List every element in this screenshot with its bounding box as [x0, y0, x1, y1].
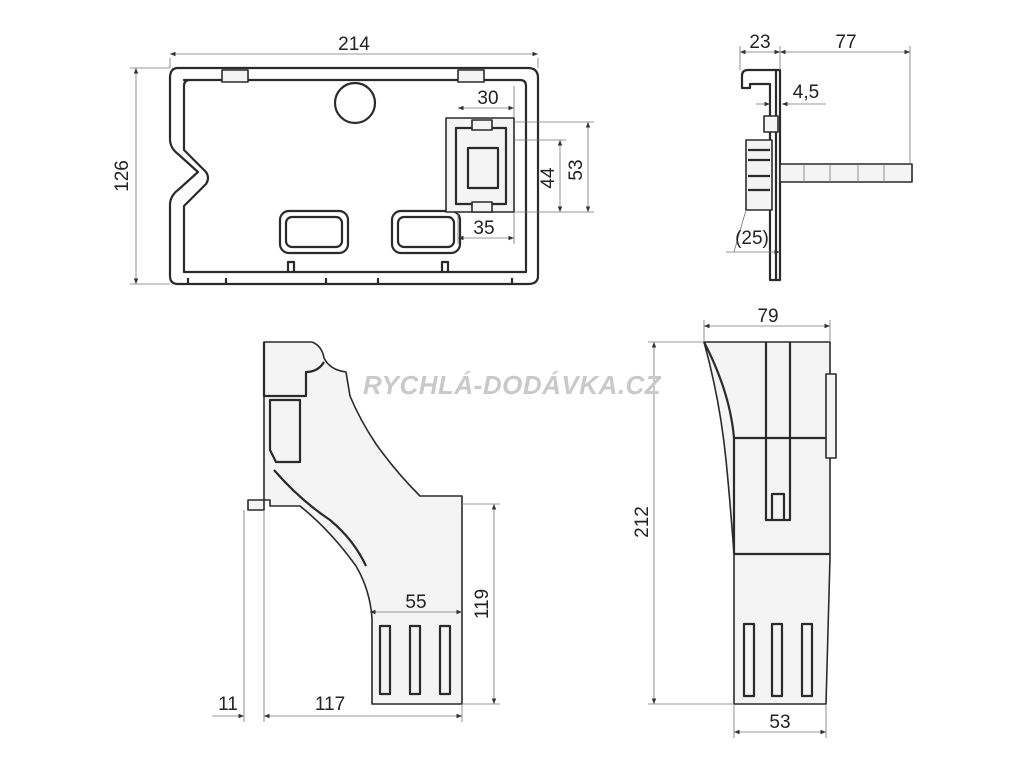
- section-top-block: [262, 342, 325, 398]
- watermark: RYCHLÁ-DODÁVKA.CZ: [363, 370, 662, 400]
- dim-214: 214: [338, 34, 370, 55]
- end-view: 79 212 53: [632, 306, 837, 738]
- round-hole: [333, 81, 377, 125]
- plate-inner: [182, 78, 528, 274]
- inner-slot-left: [284, 215, 344, 249]
- dim-4-5: 4,5: [793, 82, 819, 103]
- mechanism-box: [445, 117, 515, 213]
- section-curve-line: [273, 469, 367, 567]
- bottom-clips: [186, 260, 514, 284]
- side-view: 23 77 4,5 (25): [726, 32, 913, 282]
- slot-right: [390, 209, 462, 255]
- end-clip: [825, 373, 837, 459]
- side-rod-ribs: [803, 164, 885, 182]
- dim-25: (25): [735, 228, 769, 249]
- hinge-right: [457, 69, 485, 83]
- end-slots: [742, 622, 814, 698]
- dim-77: 77: [835, 32, 856, 53]
- section-view: 55 119 11 117: [212, 341, 500, 722]
- side-ribs: [748, 148, 770, 192]
- end-center-rib: [764, 342, 792, 522]
- side-clip: [763, 115, 779, 133]
- dim-53-end: 53: [769, 712, 790, 733]
- dim-35: 35: [473, 218, 494, 239]
- plate-outline: [168, 66, 540, 286]
- dim-53-front: 53: [566, 159, 587, 180]
- end-inner-curve: [703, 341, 736, 554]
- dim-79: 79: [757, 306, 778, 327]
- slot-left: [278, 209, 350, 255]
- inner-slot-right: [396, 215, 456, 249]
- dim-11: 11: [218, 694, 238, 715]
- hinge-left: [221, 69, 249, 83]
- side-plate: [740, 68, 782, 282]
- dim-126: 126: [112, 160, 133, 192]
- dim-30: 30: [477, 88, 498, 109]
- side-rod: [779, 163, 913, 183]
- mechanism-tab-top: [471, 119, 493, 131]
- dim-55: 55: [405, 592, 426, 613]
- dim-212: 212: [632, 506, 653, 538]
- mechanism-core: [466, 146, 500, 190]
- dim-23: 23: [749, 32, 770, 53]
- dim-117: 117: [315, 694, 345, 715]
- dim-44: 44: [538, 167, 559, 189]
- dim-119: 119: [472, 589, 493, 619]
- section-hook: [268, 398, 302, 464]
- section-slots: [378, 624, 452, 696]
- front-view: 214 126 30 44 53 35: [112, 34, 594, 286]
- mechanism-tab-bottom: [471, 201, 493, 213]
